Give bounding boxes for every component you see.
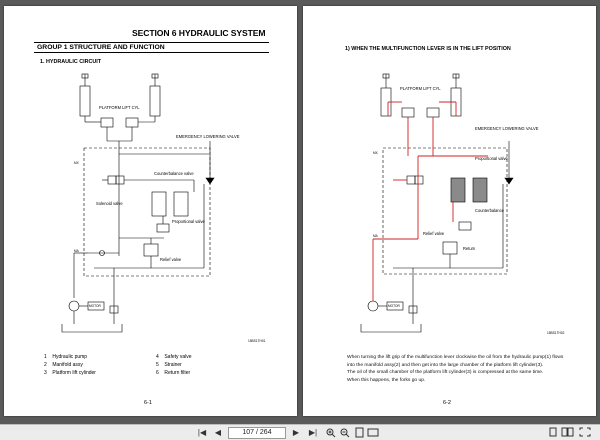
legend-item: 3 Platform lift cylinder <box>44 370 96 376</box>
left-page: SECTION 6 HYDRAULIC SYSTEM GROUP 1 STRUC… <box>4 6 297 416</box>
solenoid-valve-label: Solenoid valve <box>96 201 123 206</box>
zoom-out-icon[interactable] <box>340 428 350 438</box>
paragraph-line: When turning the lift grip of the multif… <box>347 355 564 360</box>
platform-lift-cyl-label: PLATFORM LIFT CYL <box>400 86 441 91</box>
pressure-flow-path <box>372 101 488 301</box>
emergency-lowering-valve-label: EMERGENCY LOWERING VALVE <box>176 134 240 139</box>
mx-label: MX <box>74 161 79 165</box>
mx-label: MX <box>373 151 378 155</box>
figure-code: 15BS1TH01 <box>248 339 266 343</box>
emergency-lowering-valve-label: EMERGENCY LOWERING VALVE <box>475 126 539 131</box>
first-page-button[interactable]: |◀ <box>197 428 207 437</box>
legend-item: 4 Safety valve <box>156 354 192 360</box>
motor-label: MOTOR <box>388 304 400 308</box>
fullscreen-icon[interactable] <box>579 427 591 437</box>
viewer-toolbar: |◀ ◀ 107 / 264 ▶ ▶| <box>0 424 600 440</box>
last-page-button[interactable]: ▶| <box>308 428 318 437</box>
section-heading: 1) WHEN THE MULTIFUNCTION LEVER IS IN TH… <box>345 46 511 52</box>
legend-item: 5 Strainer <box>156 362 182 368</box>
single-page-icon[interactable] <box>549 427 557 437</box>
description-paragraph: When turning the lift grip of the multif… <box>347 354 587 384</box>
page-number: 6-1 <box>144 400 152 406</box>
relief-valve-label: Relief valve <box>423 231 445 236</box>
group-title: GROUP 1 STRUCTURE AND FUNCTION <box>34 42 269 53</box>
fit-width-icon[interactable] <box>367 428 379 437</box>
relief-valve-label: Relief valve <box>160 257 182 262</box>
legend-item: 6 Return filter <box>156 370 191 376</box>
section-title: SECTION 6 HYDRAULIC SYSTEM <box>132 28 266 38</box>
counterbalance-label: Counterbalance <box>475 208 504 213</box>
fit-page-icon[interactable] <box>355 427 364 438</box>
counterbalance-valve-label: Counterbalance valve <box>154 171 194 176</box>
lift-position-circuit-diagram <box>360 73 514 333</box>
right-page: 1) WHEN THE MULTIFUNCTION LEVER IS IN TH… <box>303 6 596 416</box>
legend-item: 2 Manifold assy <box>44 362 83 368</box>
return-label: Return <box>463 246 476 251</box>
paragraph-line: The oil of the small chamber of the plat… <box>347 370 544 376</box>
proportional-valve-label: Proportional valve <box>475 156 508 161</box>
ma-label: MA <box>74 249 79 253</box>
motor-label: MOTOR <box>89 304 101 308</box>
page-number: 6-2 <box>443 400 451 406</box>
sub-title: 1. HYDRAULIC CIRCUIT <box>40 59 102 65</box>
legend-item: 1 Hydraulic pump <box>44 354 88 360</box>
paragraph-line: into the manifold assy(2) and then get i… <box>347 362 544 368</box>
prev-page-button[interactable]: ◀ <box>214 428 222 437</box>
platform-lift-cyl-label: PLATFORM LIFT CYL <box>99 105 140 110</box>
figure-code: 15BS1TH02 <box>547 331 565 335</box>
double-page-icon[interactable] <box>561 427 574 437</box>
ma-label: MA <box>373 234 378 238</box>
hydraulic-circuit-diagram <box>61 73 215 333</box>
zoom-in-icon[interactable] <box>326 428 336 438</box>
paragraph-line: When this happens, the forks go up. <box>347 377 426 383</box>
next-page-button[interactable]: ▶ <box>292 428 300 437</box>
proportional-valve-label: Proportional valve <box>172 219 205 224</box>
